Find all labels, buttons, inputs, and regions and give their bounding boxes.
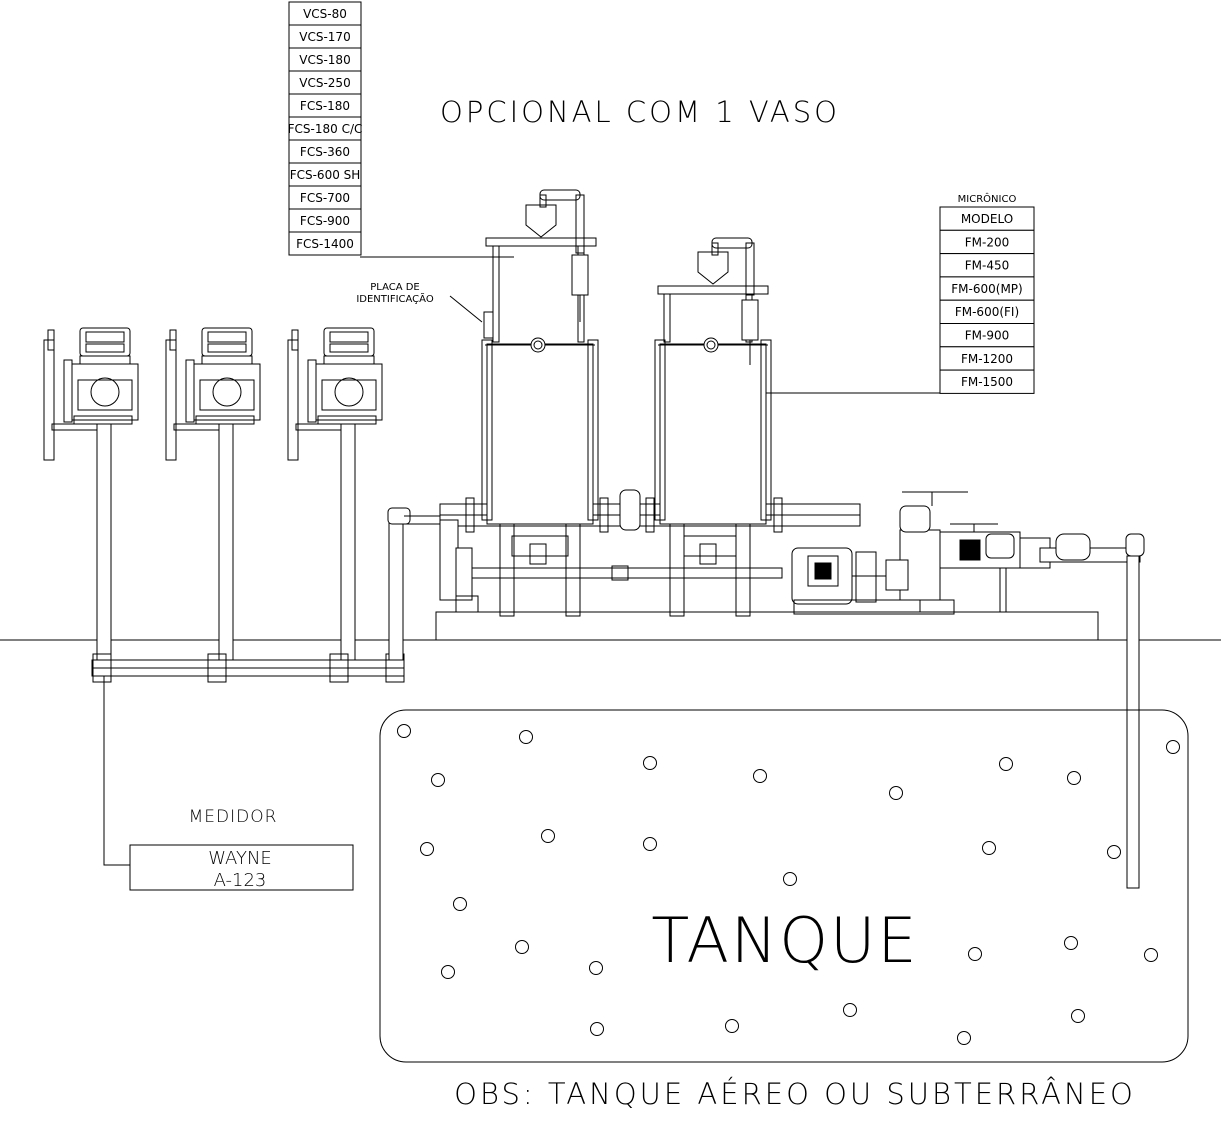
vessel-model-table: VCS-80VCS-170VCS-180VCS-250FCS-180FCS-18… — [288, 1, 363, 256]
vessel-table-cell — [288, 231, 362, 256]
filter-vessel-skid — [435, 189, 1145, 641]
tank-bubble — [519, 730, 533, 744]
identification-plate-label: PLACA DE IDENTIFICAÇÃO — [356, 282, 494, 339]
tank-bubble — [420, 842, 434, 856]
tank-bubble — [541, 829, 555, 843]
tank-bubble — [725, 1019, 739, 1033]
tank-bubble — [397, 724, 411, 738]
micronic-model-label: FM-1200 — [961, 352, 1013, 366]
tank-bubble — [957, 1031, 971, 1045]
tank-bubble — [453, 897, 467, 911]
dispenser — [287, 327, 383, 661]
fuel-dispensers — [43, 327, 383, 661]
dispenser — [43, 327, 139, 661]
micronic-heading: MICRÔNICO — [958, 192, 1017, 205]
tank-bubbles — [397, 724, 1180, 1045]
suction-pipe — [1126, 555, 1140, 889]
meter-line1: WAYNE — [208, 848, 272, 869]
vessel-model-label: VCS-170 — [299, 30, 350, 44]
tank-bubble — [643, 837, 657, 851]
vessel-model-label: FCS-600 SH — [290, 168, 361, 182]
tank-bubble — [999, 757, 1013, 771]
micronic-model-label: FM-600(FI) — [955, 305, 1019, 319]
tank-bubble — [1071, 1009, 1085, 1023]
meter-box — [129, 844, 354, 891]
svg-text:PLACA DE: PLACA DE — [370, 282, 420, 293]
tank-bubble — [643, 756, 657, 770]
vessel-model-label: FCS-900 — [300, 214, 350, 228]
vessel-model-label: FCS-1400 — [296, 237, 354, 251]
vessel-model-label: FCS-700 — [300, 191, 350, 205]
tank-note: OBS: TANQUE AÉREO OU SUBTERRÂNEO — [454, 1077, 1136, 1111]
diagram-title: OPCIONAL COM 1 VASO — [440, 95, 840, 129]
vessel-model-label: VCS-80 — [303, 7, 347, 21]
vessel-model-label: VCS-180 — [299, 53, 350, 67]
tank-bubble — [1064, 936, 1078, 950]
svg-text:IDENTIFICAÇÃO: IDENTIFICAÇÃO — [356, 292, 434, 305]
tank-bubble — [590, 1022, 604, 1036]
micronic-model-label: MODELO — [961, 212, 1013, 226]
tank-bubble — [753, 769, 767, 783]
tank-outline — [379, 709, 1189, 1063]
vessel-model-label: FCS-180 C/C — [288, 122, 363, 136]
tank-bubble — [843, 1003, 857, 1017]
micronic-model-label: FM-600(MP) — [951, 282, 1022, 296]
tank-bubble — [1166, 740, 1180, 754]
tank-bubble — [889, 786, 903, 800]
micronic-model-label: FM-900 — [965, 329, 1010, 343]
dispenser — [165, 327, 261, 661]
tank-bubble — [968, 947, 982, 961]
tank-bubble — [982, 841, 996, 855]
tank-bubble — [431, 773, 445, 787]
underground-piping — [91, 507, 440, 866]
tank-bubble — [441, 965, 455, 979]
tank-bubble — [783, 872, 797, 886]
micronic-table-cell — [939, 369, 1035, 394]
tank-bubble — [1067, 771, 1081, 785]
tank-bubble — [1107, 845, 1121, 859]
tank-bubble — [1144, 948, 1158, 962]
micronic-model-label: FM-450 — [965, 259, 1010, 273]
micronic-model-label: FM-1500 — [961, 375, 1013, 389]
tank-bubble — [589, 961, 603, 975]
vessel-model-label: FCS-180 — [300, 99, 350, 113]
meter-line2: A-123 — [214, 870, 267, 891]
meter-heading: MEDIDOR — [189, 807, 278, 827]
tank-bubble — [515, 940, 529, 954]
tank-label: TANQUE — [651, 904, 918, 977]
micronic-model-label: FM-200 — [965, 235, 1010, 249]
vessel-model-label: FCS-360 — [300, 145, 350, 159]
vessel-model-label: VCS-250 — [299, 76, 350, 90]
